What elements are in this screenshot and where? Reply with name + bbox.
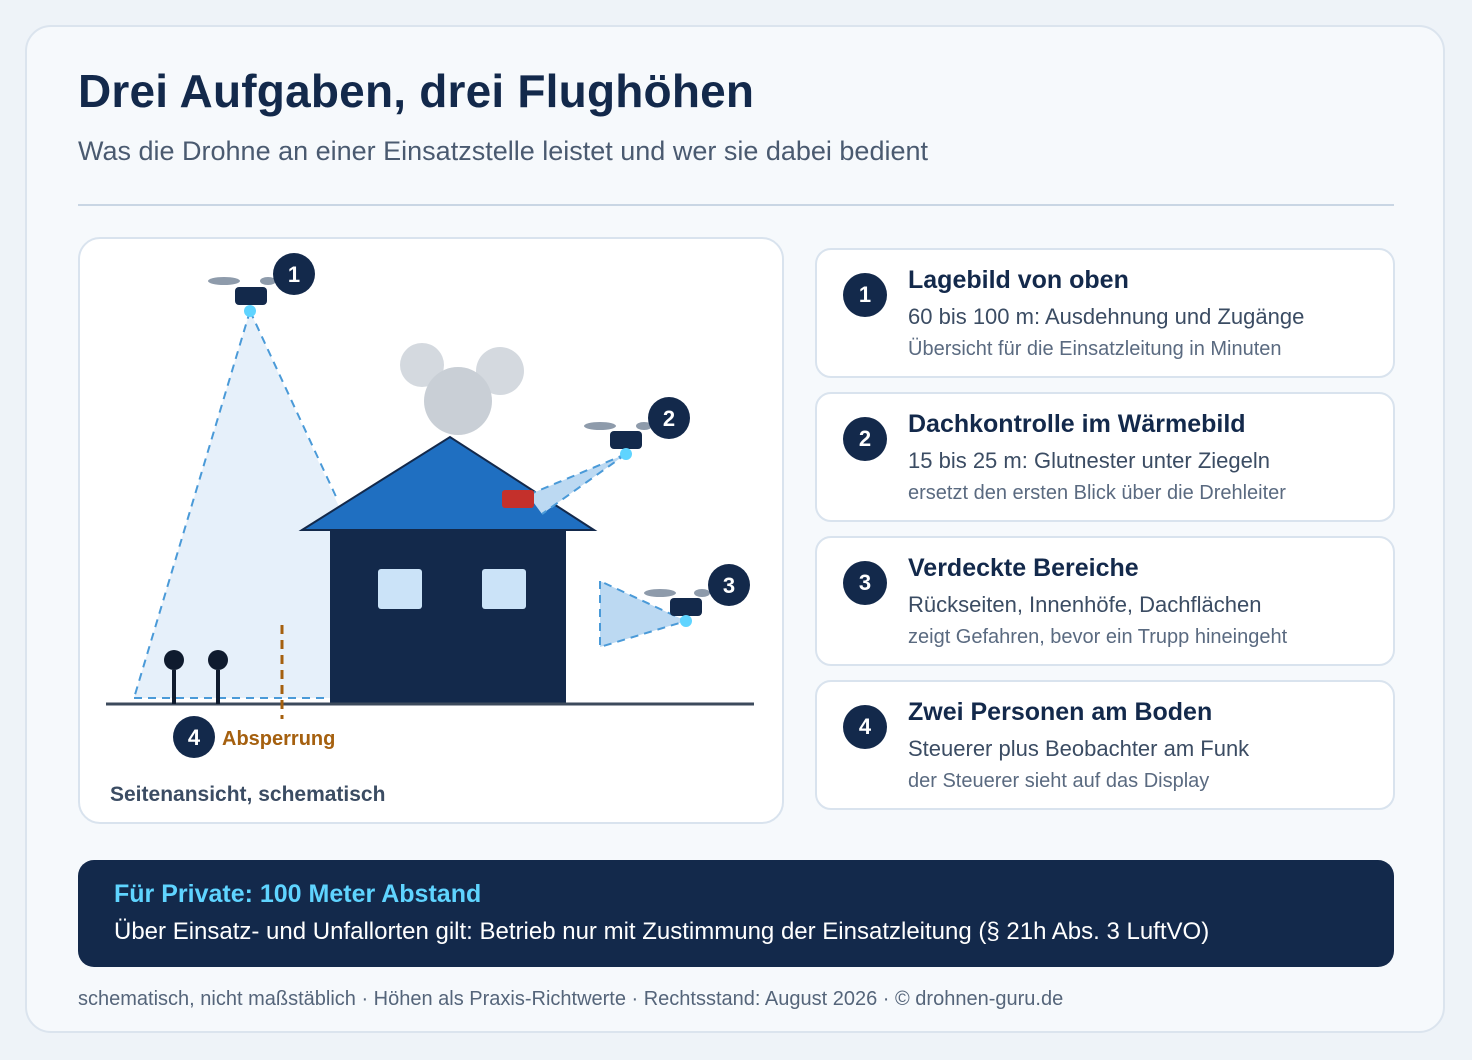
scene-marker-3: 3 (708, 564, 750, 606)
step-4-title: Zwei Personen am Boden (908, 698, 1213, 726)
step-3-badge: 3 (843, 561, 887, 605)
step-card-3: 3 Verdeckte Bereiche Rückseiten, Innenhö… (815, 536, 1395, 666)
drone-2-rotor-right (636, 422, 652, 430)
drone-1-rotor-left (208, 277, 240, 285)
scene-marker-1-label: 1 (288, 262, 300, 287)
step-2-badge: 2 (843, 417, 887, 461)
step-card-4: 4 Zwei Personen am Boden Steuerer plus B… (815, 680, 1395, 810)
overview-cone (134, 311, 340, 698)
step-card-1: 1 Lagebild von oben 60 bis 100 m: Ausdeh… (815, 248, 1395, 378)
drone-3-rotor-left (644, 589, 676, 597)
footer-note: schematisch, nicht maßstäblich · Höhen a… (78, 988, 1064, 1010)
step-4-detail: Steuerer plus Beobachter am Funk (908, 736, 1250, 761)
house-body (330, 529, 566, 704)
drone-1-camera (244, 305, 256, 317)
person-pilot-head (164, 650, 184, 670)
step-3-note: zeigt Gefahren, bevor ein Trupp hineinge… (908, 626, 1288, 648)
drone-2-body (610, 431, 642, 449)
banner-title: Für Private: 100 Meter Abstand (114, 880, 482, 908)
scene-illustration: 1 2 3 4 Absperrung Seitenansicht, schema… (106, 253, 754, 806)
step-3-detail: Rückseiten, Innenhöfe, Dachflächen (908, 592, 1262, 617)
step-2-title: Dachkontrolle im Wärmebild (908, 410, 1246, 438)
window-left (378, 569, 422, 609)
smoke-puff-center (424, 367, 492, 435)
step-1-detail: 60 bis 100 m: Ausdehnung und Zugänge (908, 304, 1305, 329)
scene-marker-1: 1 (273, 253, 315, 295)
house-roof (298, 435, 598, 531)
scene-marker-3-label: 3 (723, 573, 735, 598)
drone-3-body (670, 598, 702, 616)
drone-1-rotor-right (260, 277, 276, 285)
scene-marker-2: 2 (648, 397, 690, 439)
step-2-note: ersetzt den ersten Blick über die Drehle… (908, 482, 1286, 504)
step-4-badge: 4 (843, 705, 887, 749)
scene-caption: Seitenansicht, schematisch (110, 783, 385, 806)
scene-marker-2-label: 2 (663, 406, 675, 431)
overview-cone-edge-right (249, 310, 339, 502)
step-1-title: Lagebild von oben (908, 266, 1129, 294)
hidden-area-cone (599, 579, 689, 649)
scene-panel: 1 2 3 4 Absperrung Seitenansicht, schema… (78, 237, 784, 824)
drone-2-rotor-left (584, 422, 616, 430)
thermal-cone-edge-bottom (541, 453, 627, 515)
drone-1-body (235, 287, 267, 305)
divider (78, 204, 1394, 206)
legal-banner: Für Private: 100 Meter Abstand Über Eins… (78, 860, 1394, 967)
step-4-note: der Steuerer sieht auf das Display (908, 770, 1210, 792)
step-2-detail: 15 bis 25 m: Glutnester unter Ziegeln (908, 448, 1270, 473)
barrier-label: Absperrung (222, 728, 335, 750)
window-right (482, 569, 526, 609)
steps-list: 1 Lagebild von oben 60 bis 100 m: Ausdeh… (815, 248, 1395, 824)
drone-3 (644, 589, 710, 627)
step-1-badge: 1 (843, 273, 887, 317)
person-observer-head (208, 650, 228, 670)
smoke-puff-left (400, 343, 444, 387)
smoke-puff-right (476, 347, 524, 395)
page-title: Drei Aufgaben, drei Flughöhen (78, 65, 755, 117)
scene-marker-4-label: 4 (188, 725, 201, 750)
roof-hotspot (502, 490, 534, 508)
drone-3-rotor-right (694, 589, 710, 597)
thermal-cone-edge-top (527, 453, 627, 496)
drone-1 (208, 277, 276, 317)
page-subtitle: Was die Drohne an einer Einsatzstelle le… (78, 136, 928, 166)
drone-2-camera (620, 448, 632, 460)
overview-cone-edge-left (133, 310, 251, 699)
scene-marker-4: 4 (173, 716, 215, 758)
step-1-note: Übersicht für die Einsatzleitung in Minu… (908, 338, 1282, 360)
step-3-title: Verdeckte Bereiche (908, 554, 1139, 582)
banner-text: Über Einsatz- und Unfallorten gilt: Betr… (114, 918, 1210, 945)
drone-2 (584, 422, 652, 460)
drone-3-camera (680, 615, 692, 627)
step-card-2: 2 Dachkontrolle im Wärmebild 15 bis 25 m… (815, 392, 1395, 522)
thermal-cone (528, 454, 626, 514)
